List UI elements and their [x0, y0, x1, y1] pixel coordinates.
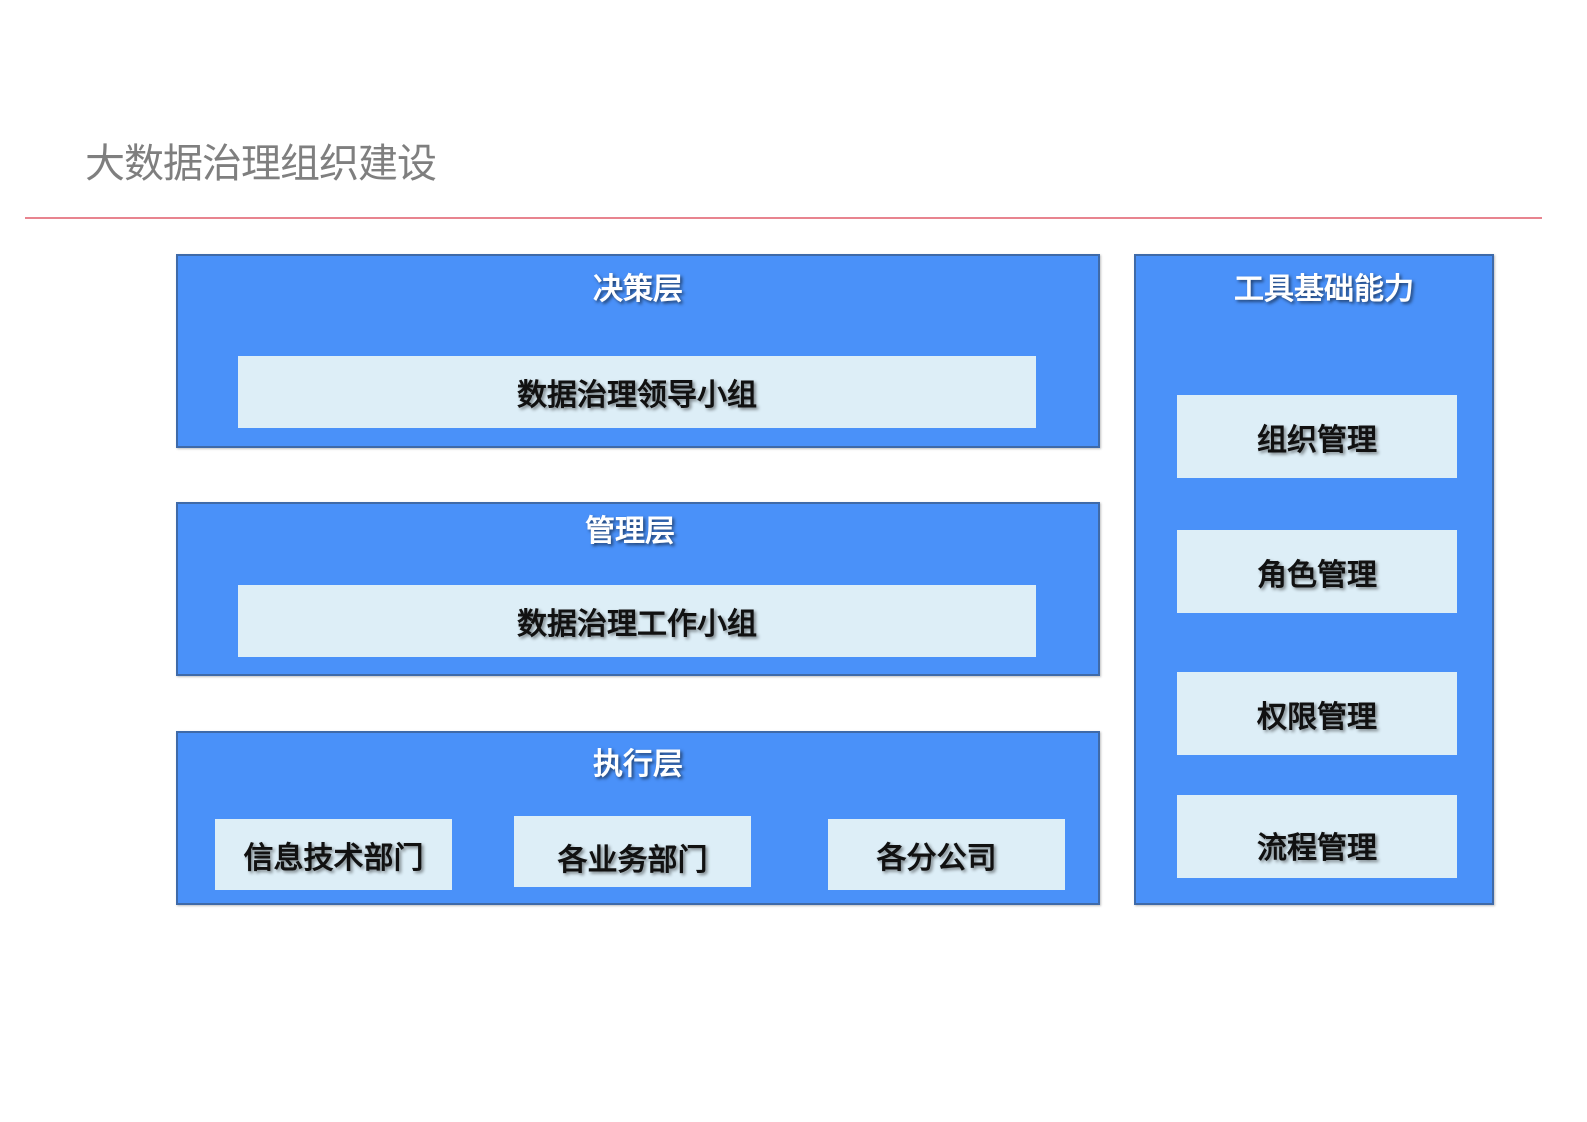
- tool-permission-management: 权限管理: [1177, 672, 1457, 755]
- management-layer-title: 管理层: [585, 514, 675, 549]
- page-title: 大数据治理组织建设: [85, 141, 437, 187]
- unit-business-departments: 各业务部门: [514, 816, 751, 887]
- unit-branch-companies: 各分公司: [828, 819, 1065, 890]
- decision-layer: 决策层 数据治理领导小组: [176, 254, 1100, 448]
- title-divider: [25, 217, 1542, 219]
- tools-panel: 工具基础能力 组织管理 角色管理 权限管理 流程管理: [1134, 254, 1494, 905]
- execution-layer-title: 执行层: [593, 747, 683, 782]
- decision-layer-title: 决策层: [593, 272, 683, 307]
- management-layer: 管理层 数据治理工作小组: [176, 502, 1100, 676]
- execution-layer: 执行层 信息技术部门 各业务部门 各分公司: [176, 731, 1100, 905]
- tools-panel-title: 工具基础能力: [1234, 272, 1414, 307]
- unit-data-governance-working-group: 数据治理工作小组: [238, 585, 1036, 657]
- tool-role-management: 角色管理: [1177, 530, 1457, 613]
- unit-it-department: 信息技术部门: [215, 819, 452, 890]
- tool-process-management: 流程管理: [1177, 795, 1457, 878]
- unit-data-governance-leadership-group: 数据治理领导小组: [238, 356, 1036, 428]
- tool-organization-management: 组织管理: [1177, 395, 1457, 478]
